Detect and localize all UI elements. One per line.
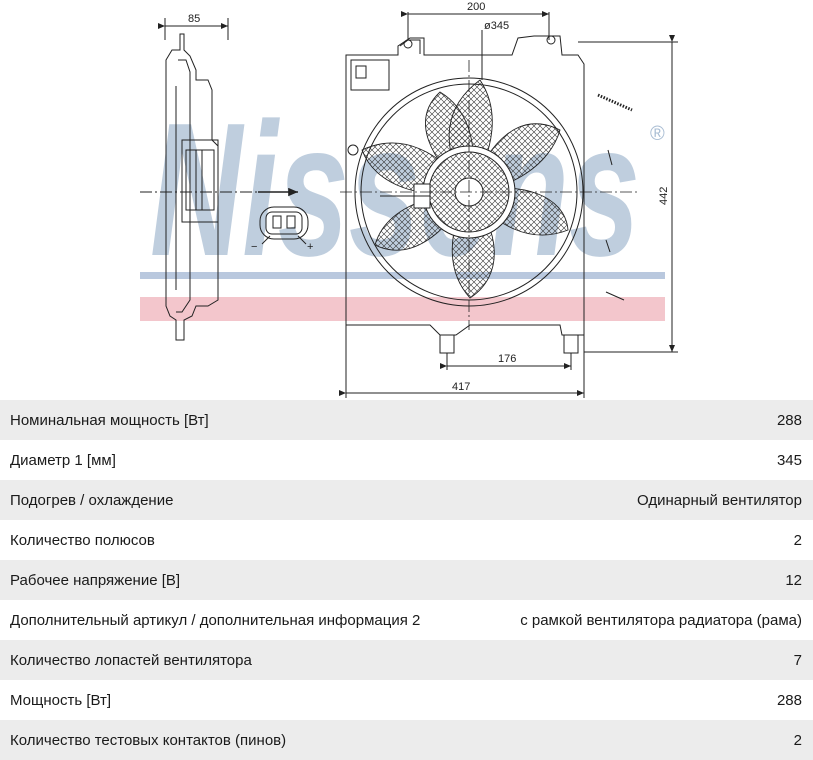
spec-table: Номинальная мощность [Вт] 288 Диаметр 1 … xyxy=(0,400,813,760)
dim-height: 442 xyxy=(658,187,670,205)
spec-row: Дополнительный артикул / дополнительная … xyxy=(0,600,813,640)
dim-overall-width: 417 xyxy=(452,381,470,393)
spec-value: 2 xyxy=(793,531,802,549)
spec-value: 12 xyxy=(785,571,802,589)
spec-value: Одинарный вентилятор xyxy=(637,491,802,509)
spec-value: 345 xyxy=(776,451,802,469)
spec-label: Количество полюсов xyxy=(10,531,155,549)
spec-value: 288 xyxy=(776,411,802,429)
technical-drawing: Nissens ® 85 − xyxy=(140,1,678,398)
spec-row: Подогрев / охлаждение Одинарный вентилят… xyxy=(0,480,813,520)
dim-side-width: 85 xyxy=(188,13,200,25)
dim-fan-diameter: ø345 xyxy=(484,20,509,32)
front-view: 200 ø345 442 176 417 xyxy=(339,1,678,398)
dim-lug-spacing: 200 xyxy=(467,1,485,13)
connector-plus-label: + xyxy=(307,241,313,253)
spec-label: Диаметр 1 [мм] xyxy=(10,451,116,469)
connector-minus-label: − xyxy=(251,241,257,253)
connector-plug: − + xyxy=(251,206,313,253)
spec-row: Количество тестовых контактов (пинов) 2 xyxy=(0,720,813,760)
spec-value: 2 xyxy=(793,731,802,749)
spec-row: Номинальная мощность [Вт] 288 xyxy=(0,400,813,440)
spec-label: Рабочее напряжение [В] xyxy=(10,571,181,589)
watermark: Nissens ® xyxy=(140,84,665,321)
spec-row: Количество лопастей вентилятора 7 xyxy=(0,640,813,680)
spec-label: Дополнительный артикул / дополнительная … xyxy=(10,611,421,629)
registered-mark: ® xyxy=(650,123,665,145)
spec-label: Количество тестовых контактов (пинов) xyxy=(10,731,287,749)
spec-label: Количество лопастей вентилятора xyxy=(10,651,252,669)
spec-label: Номинальная мощность [Вт] xyxy=(10,411,209,429)
spec-label: Мощность [Вт] xyxy=(10,691,112,709)
spec-value: 288 xyxy=(776,691,802,709)
spec-row: Диаметр 1 [мм] 345 xyxy=(0,440,813,480)
spec-row: Количество полюсов 2 xyxy=(0,520,813,560)
watermark-text: Nissens xyxy=(150,84,640,296)
spec-row: Рабочее напряжение [В] 12 xyxy=(0,560,813,600)
side-view: 85 xyxy=(140,13,300,341)
spec-label: Подогрев / охлаждение xyxy=(10,491,174,509)
dim-bottom-lug-spacing: 176 xyxy=(498,353,516,365)
spec-value: с рамкой вентилятора радиатора (рама) xyxy=(520,611,802,629)
spec-value: 7 xyxy=(793,651,802,669)
spec-row: Мощность [Вт] 288 xyxy=(0,680,813,720)
